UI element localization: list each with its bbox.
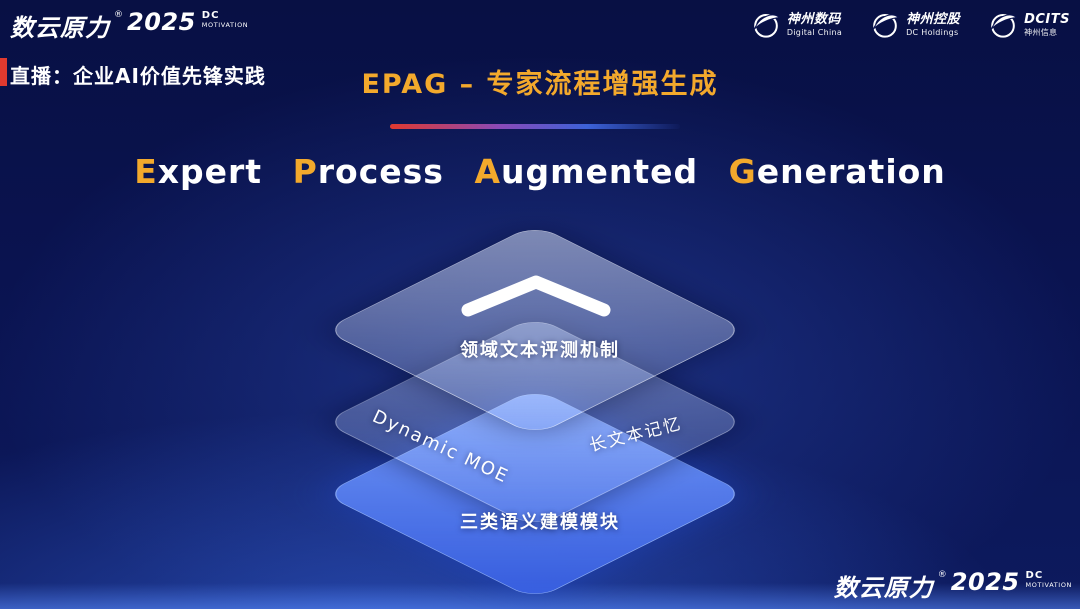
subtitle-word: Generation bbox=[729, 152, 946, 191]
partner-dcits: DCITS 神州信息 bbox=[988, 10, 1070, 40]
word-rest: eneration bbox=[756, 152, 946, 191]
partner-name: 神州数码 bbox=[786, 11, 841, 27]
partner-name: 神州控股 bbox=[906, 11, 961, 27]
brand-sub-dc: DC bbox=[1025, 570, 1044, 581]
live-red-bar bbox=[0, 58, 7, 86]
initial-letter: P bbox=[292, 152, 318, 191]
brand-name: 数云原力 bbox=[833, 574, 934, 602]
registered-mark: ® bbox=[937, 570, 947, 580]
partner-digital-china: 神州数码 Digital China bbox=[751, 10, 842, 40]
brand-year: 2025 bbox=[127, 8, 196, 36]
registered-mark: ® bbox=[114, 10, 123, 20]
brand-logo-bottom-right: 数云原力 ® 2025 DC MOTIVATION bbox=[834, 568, 1072, 603]
initial-letter: G bbox=[728, 152, 757, 191]
swoosh-logo-icon bbox=[990, 14, 1018, 38]
word-rest: ugmented bbox=[501, 152, 699, 191]
chevron-up-icon bbox=[461, 275, 611, 317]
subtitle-word: Process bbox=[293, 152, 444, 191]
brand-sub-motivation: MOTIVATION bbox=[1025, 580, 1072, 589]
brand-subtext: DC MOTIVATION bbox=[1025, 570, 1072, 589]
initial-letter: A bbox=[474, 152, 501, 191]
word-rest: xpert bbox=[157, 152, 263, 191]
partner-subname: Digital China bbox=[786, 27, 843, 37]
swoosh-logo-icon bbox=[872, 14, 900, 38]
brand-logo-top-left: 数云原力 ® 2025 DC MOTIVATION bbox=[10, 8, 248, 43]
subtitle-word: Augmented bbox=[474, 152, 698, 191]
brand-sub-dc: DC bbox=[201, 10, 220, 21]
brand-subtext: DC MOTIVATION bbox=[201, 10, 249, 29]
partner-name: DCITS bbox=[1024, 11, 1070, 27]
partner-subname: 神州信息 bbox=[1024, 27, 1058, 37]
layer-bottom-label: 三类语义建模模块 bbox=[460, 512, 620, 533]
swoosh-logo-icon bbox=[753, 14, 781, 38]
page-title: EPAG – 专家流程增强生成 bbox=[361, 69, 719, 100]
brand-year: 2025 bbox=[950, 568, 1020, 596]
word-rest: rocess bbox=[317, 152, 444, 191]
layer-top-label: 领域文本评测机制 bbox=[460, 340, 620, 361]
partner-subname: DC Holdings bbox=[906, 27, 959, 37]
brand-name: 数云原力 bbox=[10, 14, 110, 42]
initial-letter: E bbox=[134, 152, 158, 191]
gradient-divider bbox=[390, 124, 680, 129]
brand-sub-motivation: MOTIVATION bbox=[201, 20, 249, 29]
partner-logos: 神州数码 Digital China 神州控股 DC Holdings DCIT… bbox=[751, 10, 1070, 40]
subtitle-epag-expansion: Expert Process Augmented Generation bbox=[0, 152, 1080, 191]
live-label: 直播：企业AI价值先锋实践 bbox=[10, 64, 266, 88]
subtitle-word: Expert bbox=[134, 152, 262, 191]
partner-dc-holdings: 神州控股 DC Holdings bbox=[870, 10, 960, 40]
